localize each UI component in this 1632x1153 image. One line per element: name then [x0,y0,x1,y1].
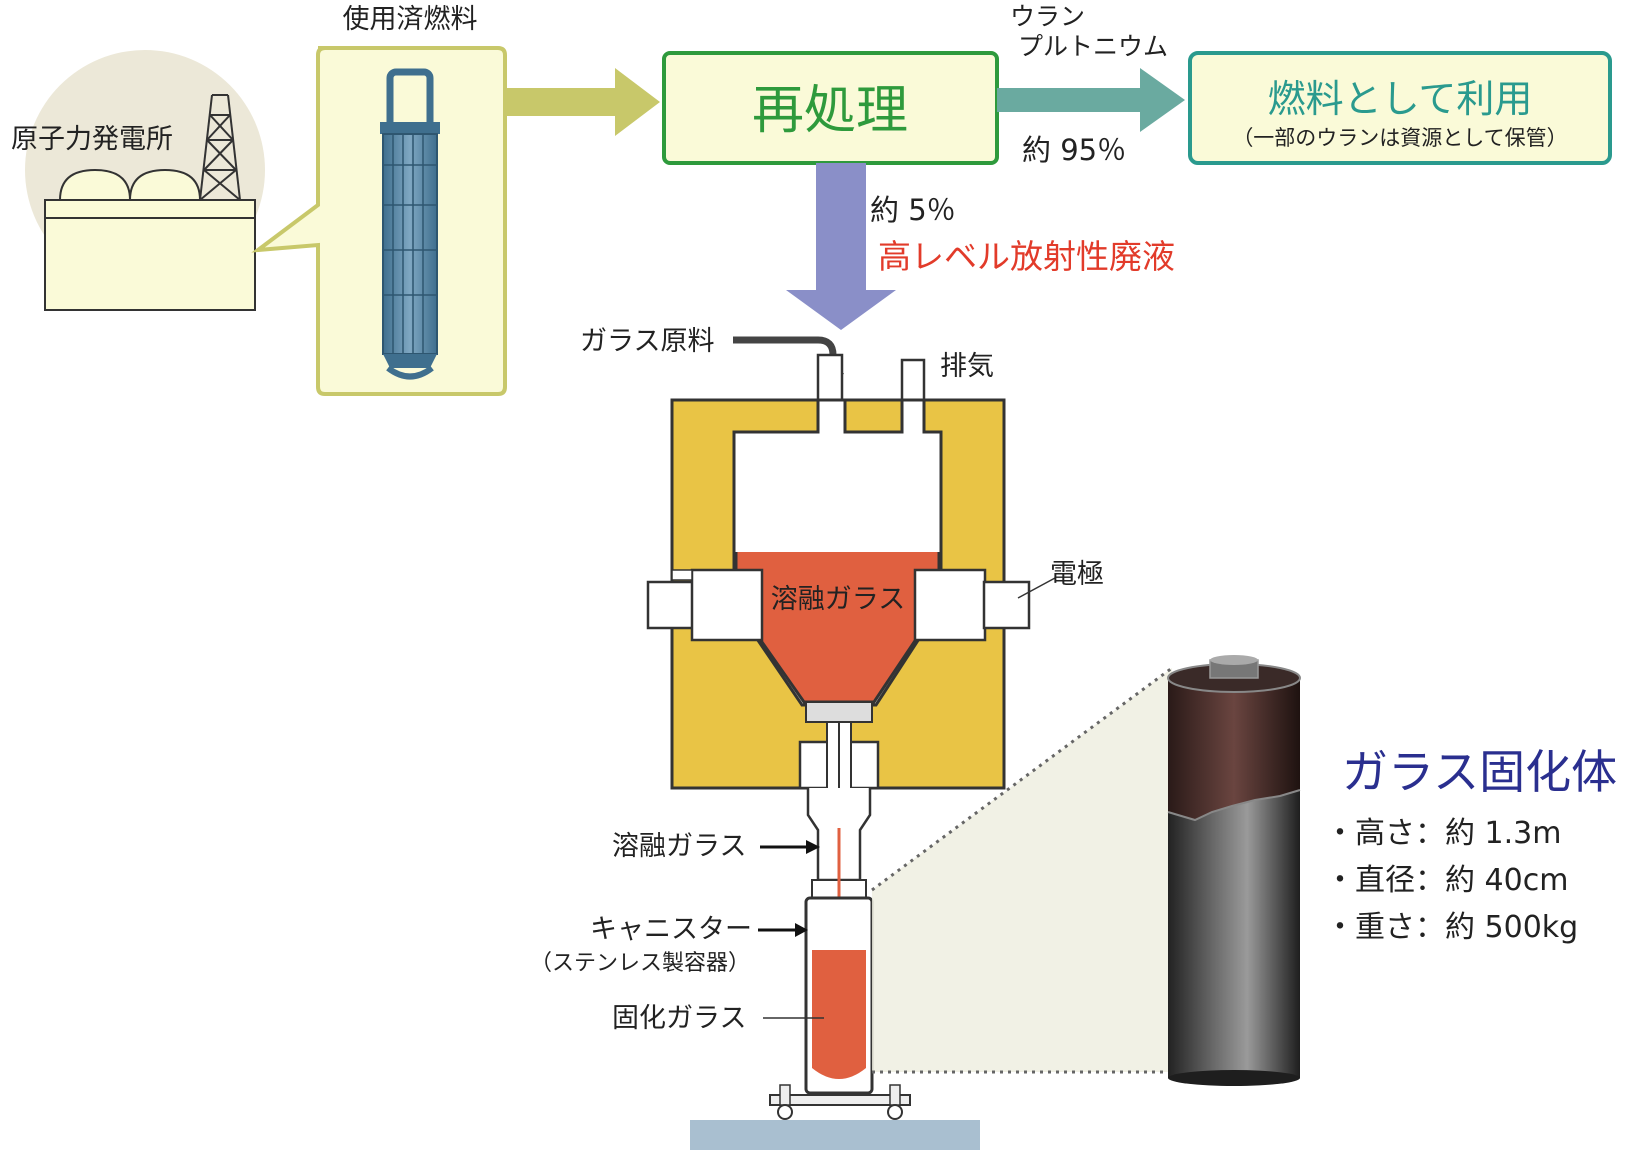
pct-95-label: 約 95％ [1022,133,1126,167]
furnace-molten-glass-label: 溶融ガラス [771,584,905,615]
vitrified-spec-weight: ・重さ：約 500kg [1325,910,1578,945]
spent-fuel-box [251,46,507,396]
fuel-use-label: 燃料として利用 [1268,77,1533,121]
canister-note: （ステンレス製容器） [530,951,750,976]
vitrified-glass-cylinder [1167,655,1301,1086]
fuel-assembly-icon [380,68,440,380]
arrow-to-hlw [786,163,896,330]
solidified-glass-label: 固化ガラス [612,1003,746,1034]
vitrified-spec-height: ・高さ：約 1.3m [1325,816,1561,851]
flow-molten-glass-label: 溶融ガラス [612,831,746,862]
hlw-label: 高レベル放射性廃液 [878,237,1175,276]
electrode-label: 電極 [1050,559,1104,590]
reprocessing-label: 再処理 [752,81,908,141]
electrode-leader [1017,577,1056,599]
canister [690,896,980,1150]
exhaust-label: 排気 [940,351,994,382]
canister-label: キャニスター [590,914,752,945]
zoom-line-top [871,666,1173,892]
vitrified-title: ガラス固化体 [1342,745,1617,799]
spent-fuel-label: 使用済燃料 [343,4,478,35]
flow-pointer-arrowhead [806,840,820,854]
uranium-label: ウラン [1010,2,1085,31]
arrow-to-reprocessing [505,68,660,136]
zoom-wedge [872,668,1172,1072]
glass-melter-furnace [646,398,1031,803]
arrow-to-fuel-use [997,68,1185,132]
stack-tower-icon [199,94,241,201]
power-plant-label: 原子力発電所 [11,124,173,155]
drain-section [806,788,872,945]
glass-material-label: ガラス原料 [580,326,714,357]
vitrified-spec-diameter: ・直径：約 40cm [1325,863,1568,898]
plutonium-label: プルトニウム [1018,32,1168,61]
fuel-use-box [1188,51,1612,165]
canister-pointer-arrowhead [795,923,808,937]
power-plant-illustration [25,50,265,311]
pct-5-label: 約 5％ [870,193,956,227]
fuel-use-note: （一部のウランは資源として保管） [1232,126,1567,150]
